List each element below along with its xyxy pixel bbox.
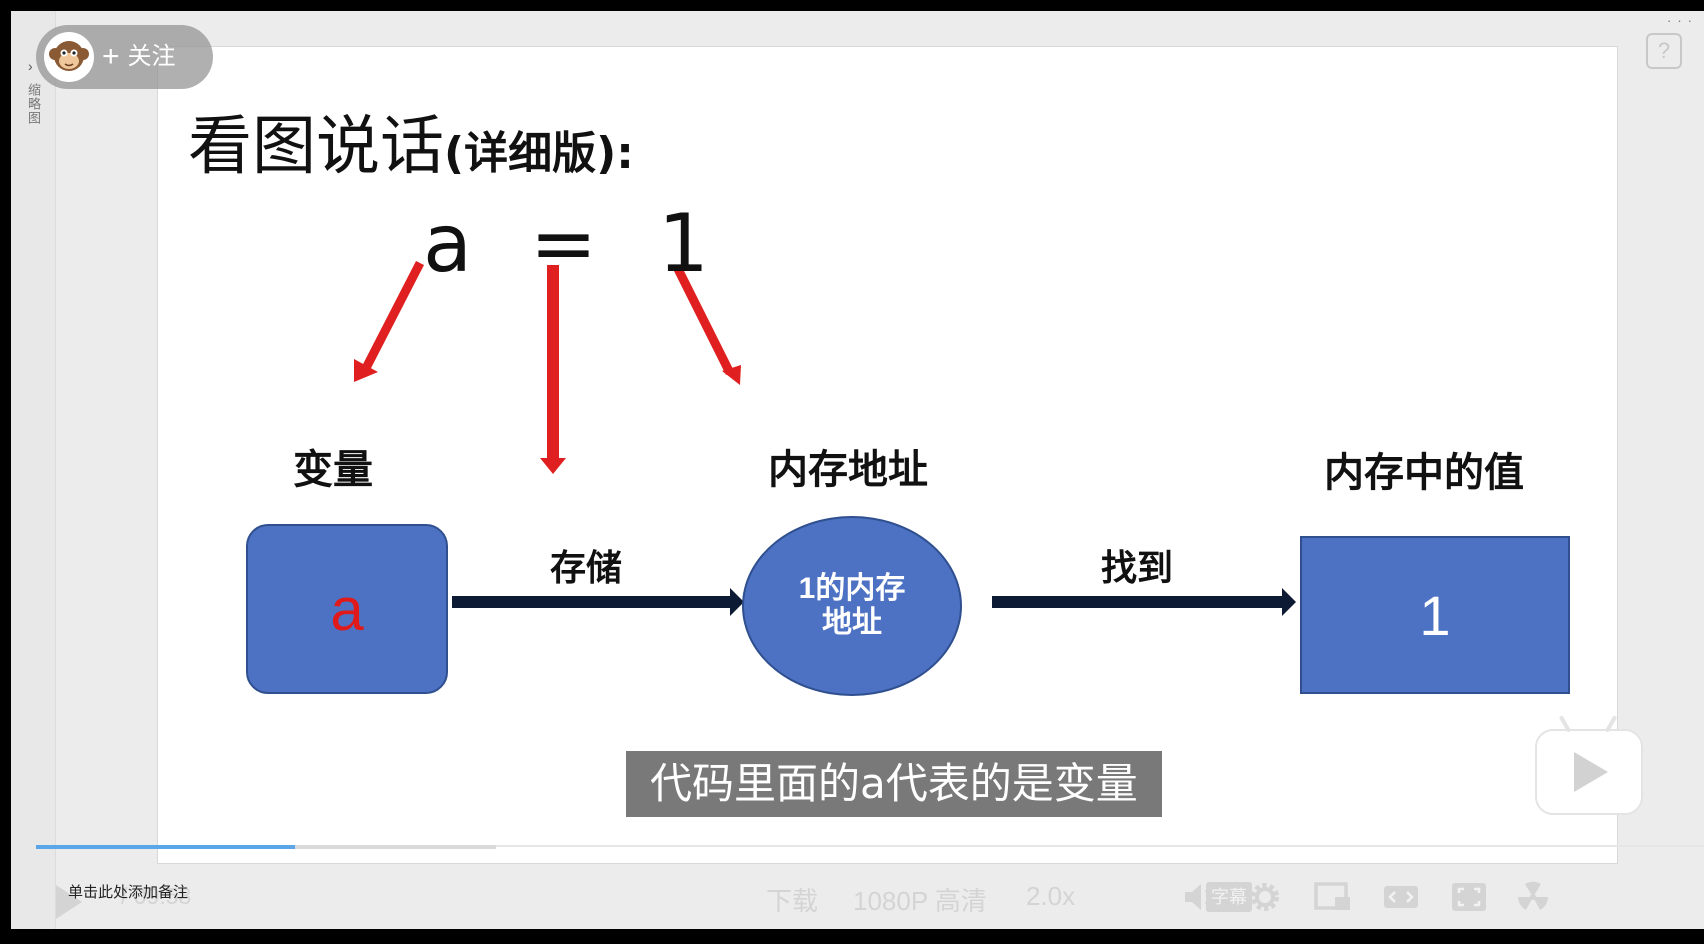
- label-variable: 变量: [293, 447, 373, 493]
- progress-track[interactable]: [36, 845, 1704, 847]
- video-stage: › 缩略图 看图说话(详细版): a = 1 变量: [11, 11, 1704, 929]
- arrow-find-head: [1282, 588, 1296, 616]
- arrow-to-variable: [359, 260, 425, 375]
- thumbnail-strip[interactable]: › 缩略图: [11, 11, 56, 929]
- play-icon: [1574, 752, 1608, 792]
- video-subtitle: 代码里面的a代表的是变量: [626, 751, 1162, 817]
- title-paren: (详细版):: [444, 128, 634, 179]
- arrow-find-shaft: [992, 596, 1284, 608]
- arrow-to-variable-head: [354, 359, 378, 382]
- follow-pill[interactable]: + 关注: [36, 25, 213, 89]
- add-note-field[interactable]: 单击此处添加备注: [68, 884, 189, 901]
- label-find: 找到: [1101, 548, 1174, 589]
- memory-address-text: 1的内存地址: [798, 572, 906, 639]
- memory-value-text: 1: [1419, 583, 1451, 647]
- widescreen-icon[interactable]: [1381, 879, 1421, 915]
- duration: / 09:58: [121, 883, 192, 909]
- memory-value-box: 1: [1300, 536, 1570, 694]
- plus-icon: +: [102, 40, 120, 73]
- fullscreen-icon[interactable]: [1449, 879, 1489, 915]
- progress-buffer[interactable]: [36, 845, 496, 849]
- settings-gear-icon[interactable]: [1247, 879, 1283, 915]
- volume-icon[interactable]: [1181, 879, 1217, 915]
- follow-button[interactable]: + 关注: [102, 25, 176, 89]
- arrow-to-address-head: [722, 365, 741, 385]
- thumbnail-label: 缩略图: [26, 83, 41, 125]
- help-icon[interactable]: ?: [1646, 33, 1682, 69]
- arrow-to-address: [673, 266, 735, 376]
- arrow-store-shaft: [452, 596, 732, 608]
- radiation-icon[interactable]: [1513, 879, 1553, 915]
- label-store: 存储: [550, 548, 623, 589]
- picture-in-picture-icon[interactable]: [1313, 879, 1353, 915]
- arrow-store-head: [730, 588, 744, 616]
- download-button[interactable]: 下载: [766, 886, 819, 916]
- player-controls: / 09:58 单击此处添加备注 下载 1080P 高清 2.0x 字幕: [11, 867, 1704, 929]
- expand-thumbnails-icon[interactable]: ›: [28, 58, 33, 74]
- progress-fill: [36, 845, 295, 849]
- slide-title: 看图说话(详细版):: [188, 95, 634, 187]
- label-memory-value: 内存中的值: [1324, 450, 1524, 496]
- arrow-to-store-head: [540, 458, 566, 474]
- arrow-to-store: [547, 265, 559, 460]
- speed-button[interactable]: 2.0x: [1026, 881, 1076, 911]
- slide: 看图说话(详细版): a = 1 变量 内存地址 内存中的值 存储 找到 a 1…: [157, 46, 1618, 864]
- slide-arrows: [354, 260, 1296, 616]
- monkey-logo-icon: [49, 41, 89, 71]
- variable-box-text: a: [330, 575, 364, 643]
- label-memory-address: 内存地址: [768, 447, 928, 493]
- quality-button[interactable]: 1080P 高清: [853, 886, 987, 916]
- equation-one: 1: [658, 197, 709, 290]
- subtitle-button[interactable]: 字幕: [1206, 882, 1252, 912]
- play-pause-icon[interactable]: [56, 885, 82, 919]
- follow-label: 关注: [127, 43, 176, 70]
- equation-equals: =: [530, 197, 598, 290]
- avatar[interactable]: [44, 32, 94, 82]
- variable-box: a: [246, 524, 448, 694]
- title-main: 看图说话: [188, 110, 444, 184]
- equation-a: a: [423, 197, 473, 290]
- memory-address-ellipse: 1的内存地址: [742, 516, 962, 696]
- big-play-button[interactable]: [1535, 715, 1643, 815]
- more-options-icon[interactable]: ···: [1667, 13, 1698, 28]
